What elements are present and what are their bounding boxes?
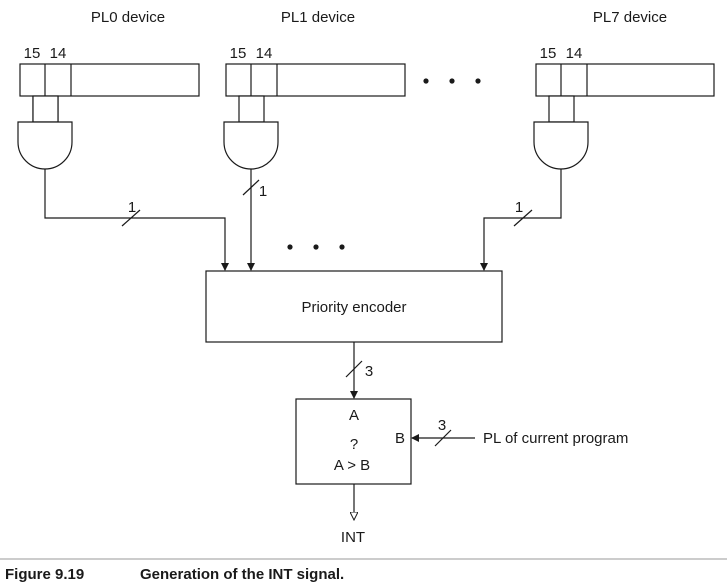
device-pl7-bit15: 15 xyxy=(540,45,557,62)
device-pl7-wire-frame xyxy=(548,95,575,123)
bus-width-pl1: 1 xyxy=(259,183,267,200)
device-pl0: PL0 device 15 14 1 xyxy=(17,9,229,271)
figure-caption: Generation of the INT signal. xyxy=(140,566,344,583)
device-pl7-title: PL7 device xyxy=(593,9,667,26)
device-pl0-bit15: 15 xyxy=(24,45,41,62)
current-pl-width: 3 xyxy=(438,417,446,434)
device-ellipsis xyxy=(423,78,481,84)
device-pl1: PL1 device 15 14 1 xyxy=(223,9,406,271)
device-pl0-title: PL0 device xyxy=(91,9,165,26)
comparator-input-b: B xyxy=(395,430,405,447)
bus-slash-pl0 xyxy=(121,209,141,227)
device-pl0-register xyxy=(19,63,200,97)
and-gate-pl0 xyxy=(17,121,73,170)
comparator-question: ? xyxy=(350,436,358,453)
device-pl7: PL7 device 15 14 1 xyxy=(480,9,715,271)
device-pl1-register xyxy=(225,63,406,97)
current-pl-label: PL of current program xyxy=(483,430,628,447)
comparator-condition: A > B xyxy=(334,457,370,474)
bus-width-pl0: 1 xyxy=(128,199,136,216)
bus-slash-pl1 xyxy=(242,179,260,196)
device-pl1-wire-frame xyxy=(238,95,265,123)
device-pl1-bit15: 15 xyxy=(230,45,247,62)
bus-slash-encoder xyxy=(345,360,363,378)
figure-number: Figure 9.19 xyxy=(5,566,84,583)
bus-slash-current-pl xyxy=(434,429,452,447)
bus-width-pl7: 1 xyxy=(515,199,523,216)
and-gate-pl7 xyxy=(533,121,589,170)
encoder-output-width: 3 xyxy=(365,363,373,380)
device-pl7-register xyxy=(535,63,715,97)
bus-slash-pl7 xyxy=(513,209,533,227)
device-pl1-title: PL1 device xyxy=(281,9,355,26)
device-pl7-bit14: 14 xyxy=(566,45,583,62)
and-gate-pl1 xyxy=(223,121,279,170)
device-pl1-bit14: 14 xyxy=(256,45,273,62)
line-pl0-to-encoder xyxy=(44,169,229,271)
device-pl0-bit14: 14 xyxy=(50,45,67,62)
priority-encoder xyxy=(205,270,503,343)
comparator-input-a: A xyxy=(349,407,359,424)
int-signal-label: INT xyxy=(341,529,365,546)
line-pl7-to-encoder xyxy=(480,169,562,271)
priority-encoder-label: Priority encoder xyxy=(301,299,406,316)
input-ellipsis xyxy=(287,244,345,250)
device-pl0-wire-frame xyxy=(32,95,59,123)
